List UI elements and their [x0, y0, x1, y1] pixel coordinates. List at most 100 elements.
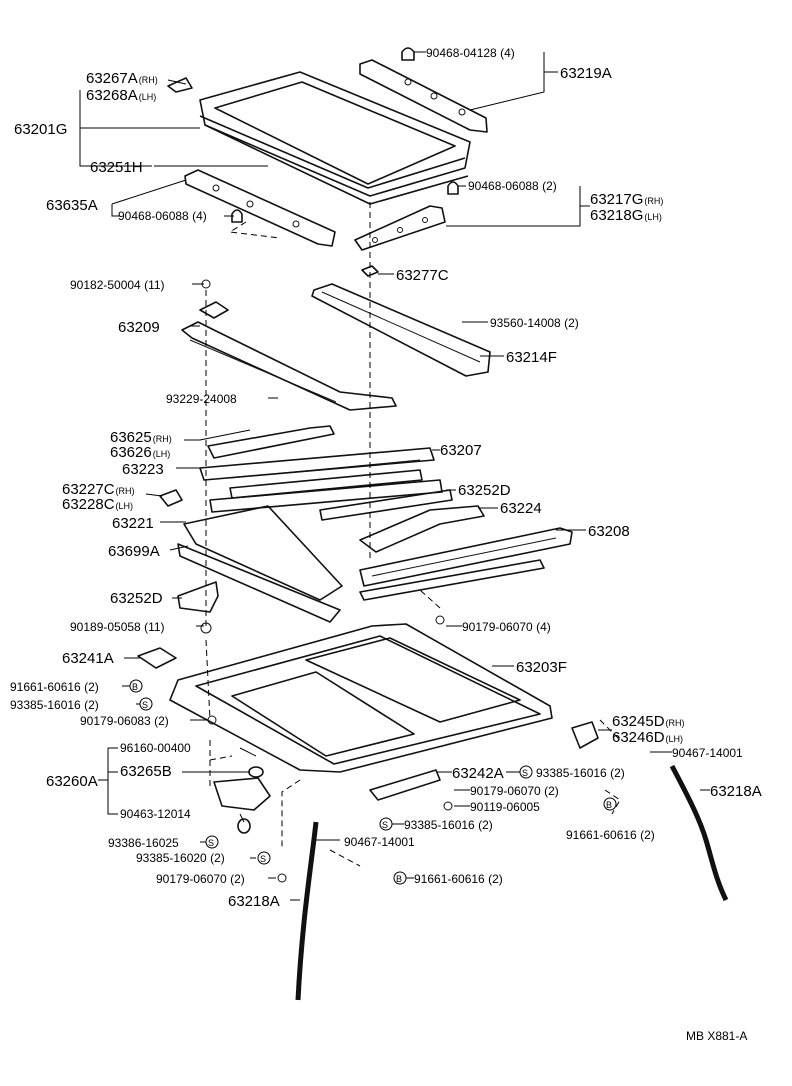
label-63242A: 63242A: [452, 765, 504, 782]
guide-rail-set: [199, 447, 453, 521]
label-63626: 63626(LH): [110, 444, 170, 461]
assembly-guide-lines: [205, 202, 621, 867]
label-63218A-b: 63218A: [228, 893, 280, 910]
svg-text:B: B: [606, 800, 612, 810]
label-90179-06070-2b: 90179-06070 (2): [156, 872, 245, 886]
label-90182-50004: 90182-50004 (11): [70, 278, 165, 292]
sun-shade: [177, 505, 343, 623]
label-93229-24008: 93229-24008: [166, 392, 237, 406]
label-90179-06083: 90179-06083 (2): [80, 714, 169, 728]
label-93385-16020: 93385-16020 (2): [136, 851, 225, 865]
label-91661-60616-c: 91661-60616 (2): [414, 872, 503, 886]
svg-text:B: B: [132, 682, 138, 692]
label-90467-14001-b: 90467-14001: [344, 835, 415, 849]
label-93386-16025: 93386-16025: [108, 836, 179, 850]
label-93560-14008: 93560-14008 (2): [490, 316, 579, 330]
label-63219A: 63219A: [560, 65, 612, 82]
label-63203F: 63203F: [516, 659, 567, 676]
label-63251H: 63251H: [90, 159, 143, 176]
label-63201G: 63201G: [14, 121, 67, 138]
label-63241A: 63241A: [62, 650, 114, 667]
weatherstrip-lower: [177, 581, 219, 613]
label-63209: 63209: [118, 319, 160, 336]
glass-clip: [167, 77, 193, 93]
glass-retainer-front: [184, 169, 336, 247]
svg-text:B: B: [396, 874, 402, 884]
svg-text:S: S: [382, 820, 388, 830]
frame-bracket-front: [137, 647, 177, 669]
bolt-symbol-b: B: [603, 797, 617, 811]
svg-text:S: S: [522, 768, 528, 778]
slide-rail: [359, 527, 573, 601]
bolt-symbol-s: S: [519, 765, 533, 779]
leader-lines: [79, 51, 710, 901]
label-63268A: 63268A(LH): [86, 87, 156, 104]
label-63635A: 63635A: [46, 197, 98, 214]
label-93385-16016-a: 93385-16016 (2): [10, 698, 99, 712]
label-63260A: 63260A: [46, 773, 98, 790]
label-63208: 63208: [588, 523, 630, 540]
label-90468-06088-a: 90468-06088 (4): [118, 209, 207, 223]
label-90119-06005: 90119-06005: [470, 800, 540, 814]
drawing-code: MB X881-A: [686, 1029, 747, 1043]
label-63214F: 63214F: [506, 349, 557, 366]
label-63223: 63223: [122, 461, 164, 478]
guide-bracket: [207, 425, 335, 459]
label-63224: 63224: [500, 500, 542, 517]
label-63252D-b: 63252D: [110, 590, 163, 607]
part-labels: 63267A(RH) 63268A(LH) 63201G 63251H 6363…: [10, 46, 762, 1043]
label-63221: 63221: [112, 515, 154, 532]
small-spacer: [361, 265, 379, 277]
label-90468-06088-b: 90468-06088 (2): [468, 179, 557, 193]
sunroof-glass-panel: [199, 71, 471, 205]
glass-retainer-rear: [359, 47, 488, 133]
bolt-symbol-s: S: [205, 835, 219, 849]
glass-bracket-side: [354, 181, 459, 251]
label-63245D: 63245D(RH): [612, 713, 685, 730]
frame-bracket-rear: [571, 721, 599, 749]
label-91661-60616-a: 91661-60616 (2): [10, 680, 99, 694]
drain-hose-right: [669, 764, 729, 902]
bolt-symbol-s: S: [379, 817, 393, 831]
label-63267A: 63267A(RH): [86, 70, 158, 87]
label-63227C: 63227C(RH): [62, 481, 135, 498]
label-91661-60616-b: 91661-60616 (2): [566, 828, 655, 842]
svg-text:S: S: [260, 854, 266, 864]
label-63218G: 63218G(LH): [590, 207, 662, 224]
label-90179-06070-4: 90179-06070 (4): [462, 620, 551, 634]
label-63218A-a: 63218A: [710, 783, 762, 800]
label-93385-16016-b: 93385-16016 (2): [536, 766, 625, 780]
drive-motor: [213, 766, 271, 834]
shade-clip: [159, 489, 183, 507]
label-63207: 63207: [440, 442, 482, 459]
label-93385-16016-c: 93385-16016 (2): [404, 818, 493, 832]
label-90189-05058: 90189-05058 (11): [70, 620, 165, 634]
svg-text:S: S: [208, 838, 214, 848]
drain-hose-bracket: [369, 769, 441, 801]
label-63699A: 63699A: [108, 543, 160, 560]
drip-rail-front: [181, 301, 397, 411]
label-63277C: 63277C: [396, 267, 449, 284]
label-63228C: 63228C(LH): [62, 496, 133, 513]
svg-text:S: S: [142, 700, 148, 710]
label-63265B: 63265B: [120, 763, 172, 780]
drain-hose-left: [295, 821, 319, 1001]
label-90468-04128: 90468-04128 (4): [426, 46, 515, 60]
label-90463-12014: 90463-12014: [120, 807, 191, 821]
bolt-symbol-s: S: [139, 697, 153, 711]
bolt-symbol-s: S: [257, 851, 271, 865]
sunroof-housing-frame: [169, 623, 553, 773]
label-63217G: 63217G(RH): [590, 191, 663, 208]
label-63252D-a: 63252D: [458, 482, 511, 499]
label-63246D: 63246D(LH): [612, 729, 683, 746]
bolt-symbol-b: B: [393, 871, 407, 885]
label-63625: 63625(RH): [110, 429, 172, 446]
sunroof-link: [359, 505, 485, 553]
label-90179-06070-2a: 90179-06070 (2): [470, 784, 559, 798]
drip-rail-rear: [311, 283, 491, 377]
label-96160-00400: 96160-00400: [120, 741, 191, 755]
label-90467-14001-a: 90467-14001: [672, 746, 743, 760]
bolt-symbol-b: B: [129, 679, 143, 693]
